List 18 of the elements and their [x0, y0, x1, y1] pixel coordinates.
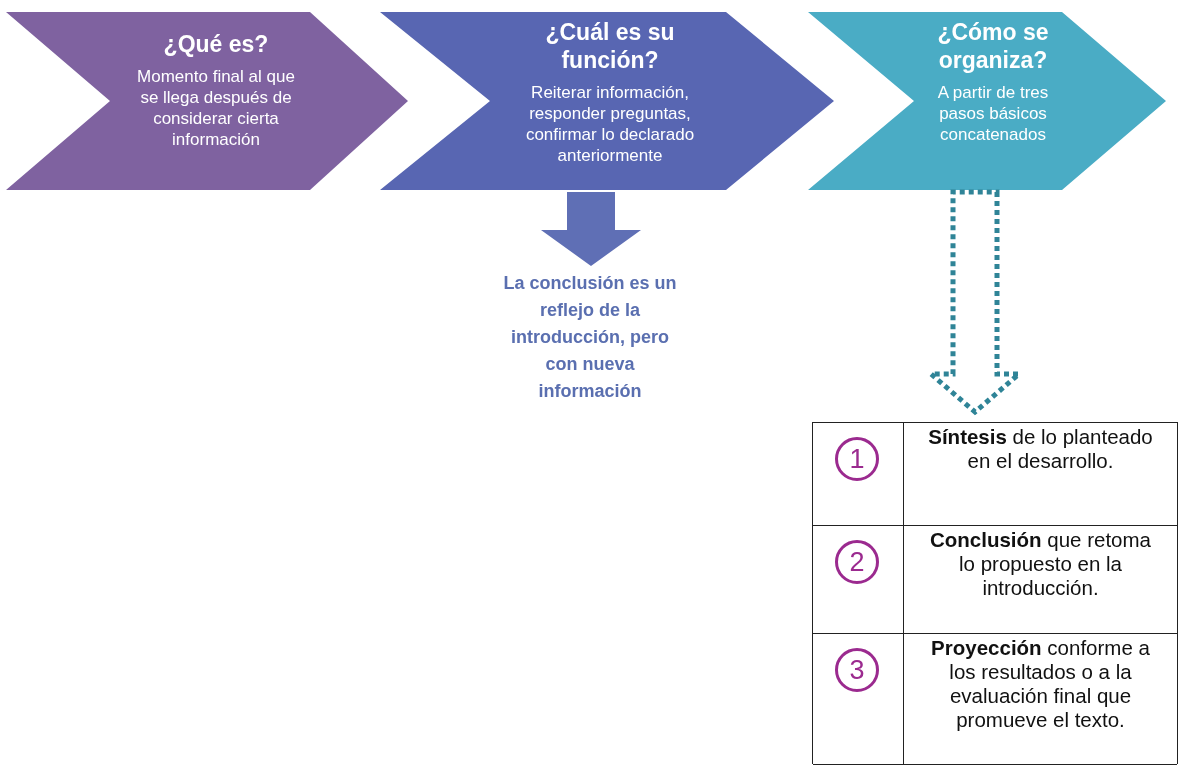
body-text: Reiterar información, responder preguntas, confirmar lo declarado anteriormente	[524, 82, 696, 166]
step-number: 2	[835, 540, 879, 584]
heading: ¿Cuál es su función?	[544, 18, 676, 74]
table-row	[813, 423, 1177, 526]
table-row	[813, 526, 1177, 634]
note-text: La conclusión es un reflejo de la introducción, pero con nueva información	[502, 272, 678, 403]
block-arrow	[541, 192, 641, 266]
table-cell: Conclusión que retoma lo propuesto en la introducción.	[903, 526, 1177, 633]
table-cell: Síntesis de lo planteado en el desarrollo.	[903, 423, 1177, 525]
table-frame	[812, 422, 1178, 764]
table-cell: Proyección conforme a los resultados o a la evaluación final que promueve el texto.	[903, 634, 1177, 764]
table-row	[813, 634, 1177, 765]
body-text: Momento final al que se llega después de considerar cierta información	[136, 66, 296, 150]
heading: ¿Cómo se organiza?	[936, 18, 1050, 74]
heading: ¿Qué es?	[163, 30, 269, 58]
step-number: 3	[835, 648, 879, 692]
step-number: 1	[835, 437, 879, 481]
body-text: A partir de tres pasos básicos concatenados	[936, 82, 1050, 145]
